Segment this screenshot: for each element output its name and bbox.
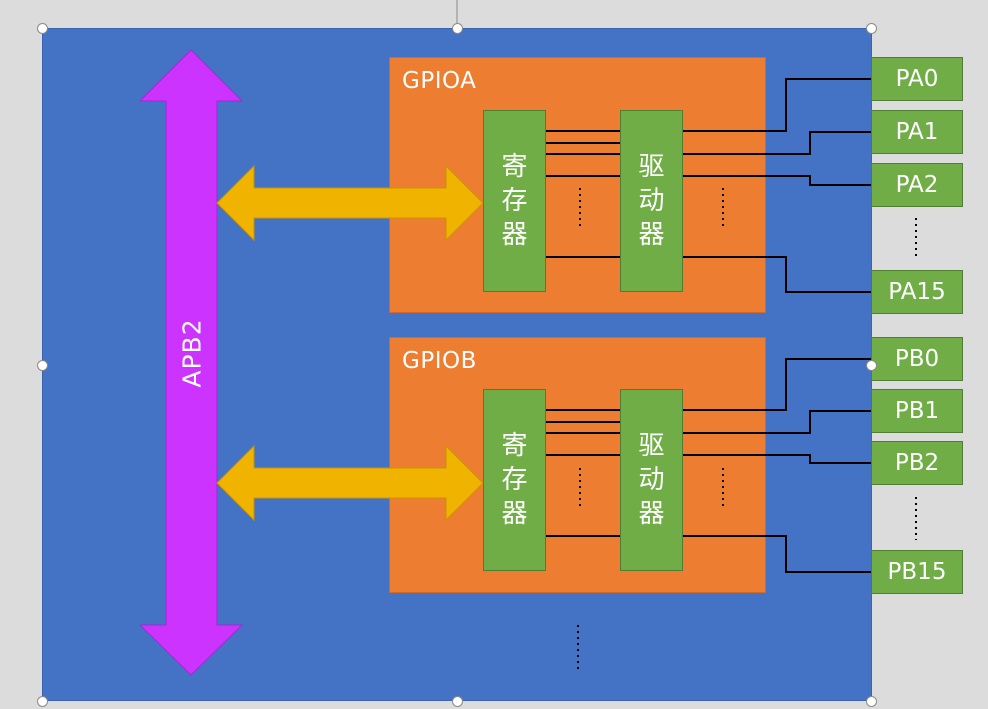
resize-handle-bottom-left[interactable] xyxy=(37,696,48,707)
pin-pb2: PB2 xyxy=(871,441,963,485)
gpio-b-internal-wires xyxy=(546,409,620,537)
gpio-a-driver-label: 驱 动 器 xyxy=(638,152,665,250)
gpio-a-register-label: 寄 存 器 xyxy=(501,152,528,250)
resize-handle-left[interactable] xyxy=(37,360,48,371)
gpio-b-register-label: 寄 存 器 xyxy=(501,431,528,529)
pin-pa0: PA0 xyxy=(871,57,963,101)
gpio-a-driver: 驱 动 器 xyxy=(620,110,683,292)
gpio-b-driver: 驱 动 器 xyxy=(620,389,683,571)
pin-pa1: PA1 xyxy=(871,110,963,154)
gpio-b-output-wires xyxy=(683,358,871,573)
resize-handle-top-right[interactable] xyxy=(866,23,877,34)
gpio-a-title: GPIOA xyxy=(402,68,477,94)
pin-pa15: PA15 xyxy=(871,270,963,314)
gpio-b-register: 寄 存 器 xyxy=(483,389,546,571)
resize-handle-right[interactable] xyxy=(866,360,877,371)
apb2-bus-arrow xyxy=(138,49,244,676)
pin-pb1: PB1 xyxy=(871,389,963,433)
gpio-a-output-wires xyxy=(683,78,871,293)
pin-pb15: PB15 xyxy=(871,550,963,594)
resize-handle-bottom[interactable] xyxy=(452,696,463,707)
gpio-a-register: 寄 存 器 xyxy=(483,110,546,292)
apb2-label: APB2 xyxy=(177,318,207,388)
gpio-a-internal-wires xyxy=(546,130,620,258)
resize-handle-top[interactable] xyxy=(452,23,463,34)
gpio-b-title: GPIOB xyxy=(402,348,477,374)
pin-pb0: PB0 xyxy=(871,337,963,381)
resize-handle-bottom-right[interactable] xyxy=(866,696,877,707)
pin-pa2: PA2 xyxy=(871,163,963,207)
ellipsis-dots xyxy=(577,188,917,670)
gpio-b-data-arrow xyxy=(216,444,484,522)
gpio-a-data-arrow xyxy=(216,164,484,242)
resize-handle-top-left[interactable] xyxy=(37,23,48,34)
gpio-b-driver-label: 驱 动 器 xyxy=(638,431,665,529)
